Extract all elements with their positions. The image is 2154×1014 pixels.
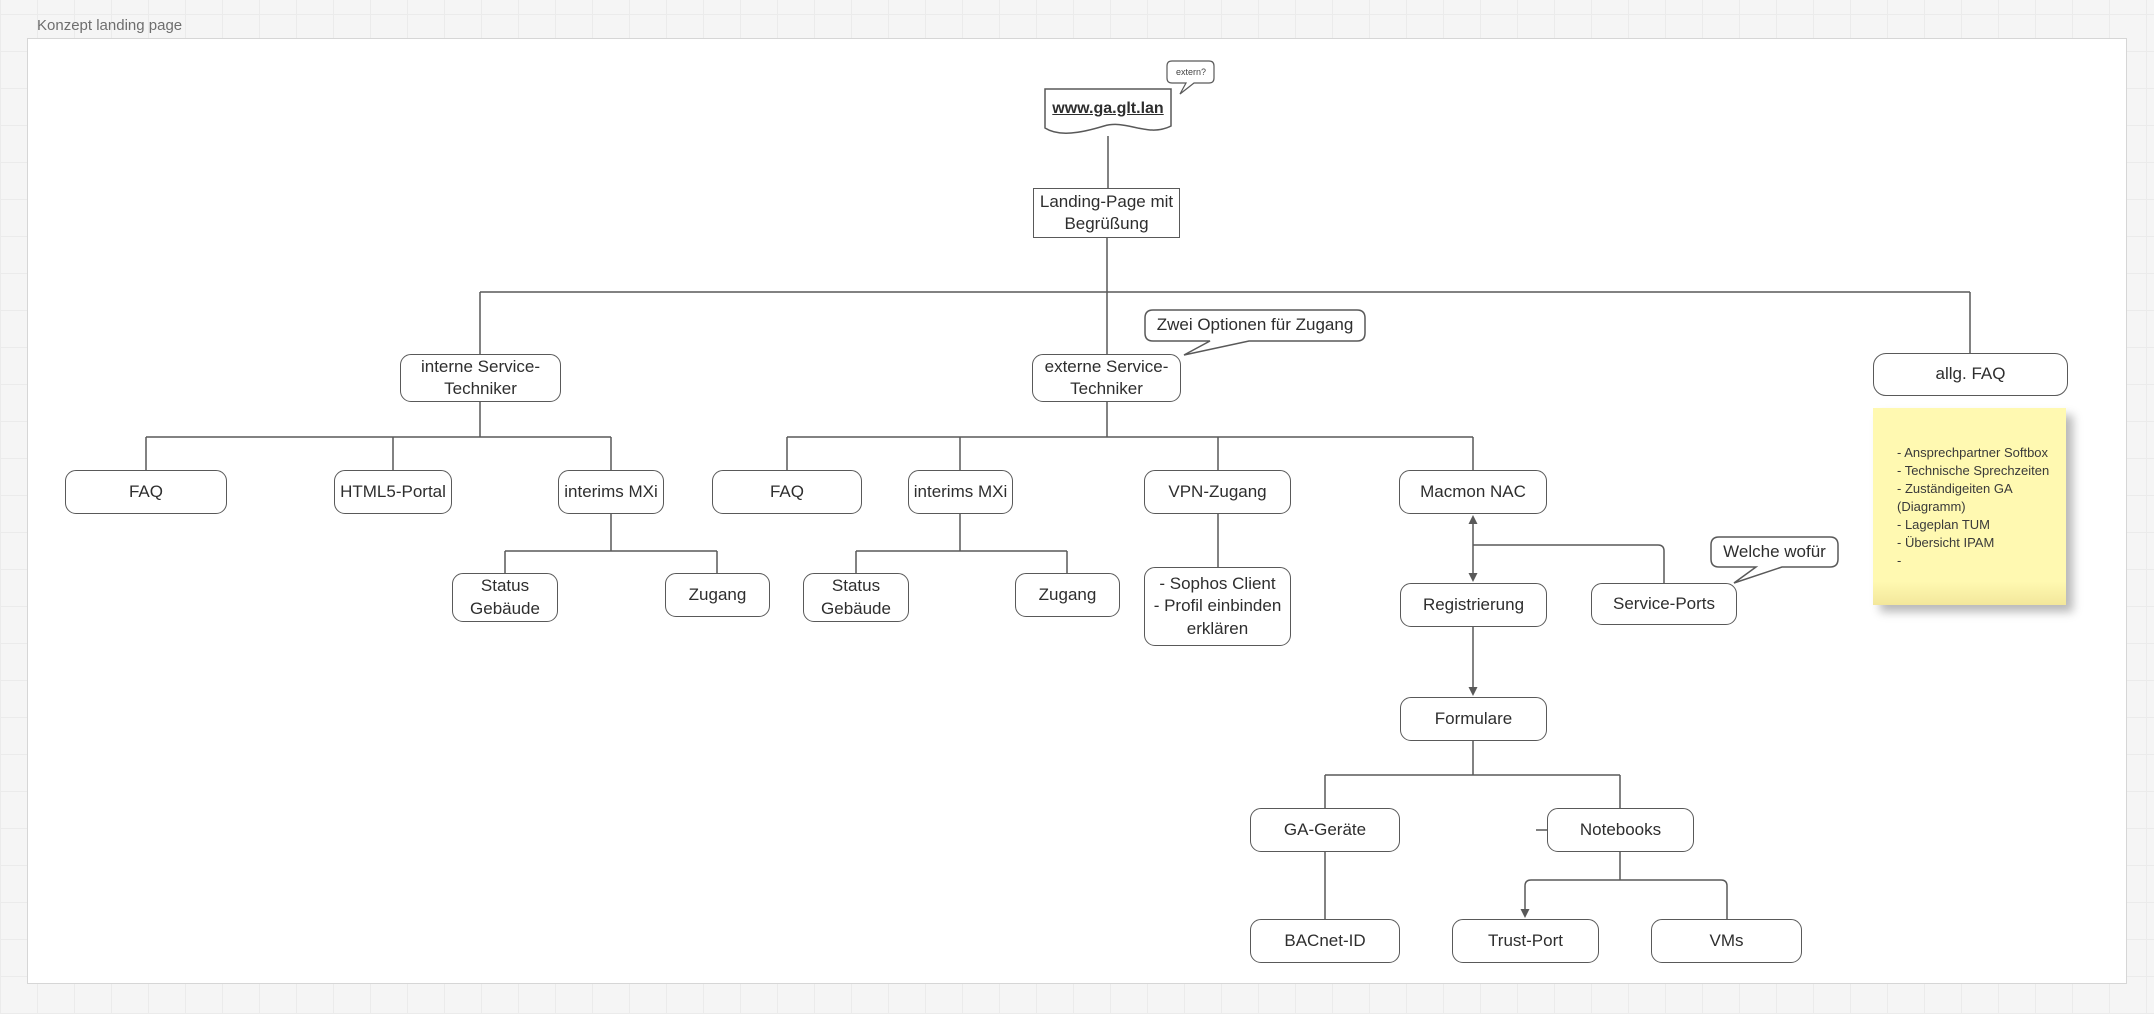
note-line: - Technische Sprechzeiten — [1897, 463, 2050, 478]
url-label: www.ga.glt.lan — [1052, 100, 1164, 117]
node-ga-geraete[interactable]: GA-Geräte — [1250, 808, 1400, 852]
note-line: - Zuständigeiten GA — [1897, 481, 2013, 496]
node-notebooks[interactable]: Notebooks — [1547, 808, 1694, 852]
callout-welche-wofuer-label: Welche wofür — [1723, 541, 1826, 561]
note-line: - Übersicht IPAM — [1897, 535, 1995, 550]
node-interims-mxi-intern[interactable]: interims MXi — [558, 470, 664, 514]
callout-zwei-optionen[interactable]: Zwei Optionen für Zugang — [1144, 309, 1366, 358]
note-line: - Ansprechpartner Softbox — [1897, 445, 2049, 460]
node-faq-intern[interactable]: FAQ — [65, 470, 227, 514]
node-status-gebaeude-extern[interactable]: Status Gebäude — [803, 573, 909, 622]
callout-welche-wofuer[interactable]: Welche wofür — [1710, 536, 1839, 586]
node-interims-mxi-extern[interactable]: interims MXi — [908, 470, 1013, 514]
node-vms[interactable]: VMs — [1651, 919, 1802, 963]
node-service-ports[interactable]: Service-Ports — [1591, 583, 1737, 625]
node-interne-service-techniker[interactable]: interne Service-Techniker — [400, 354, 561, 402]
node-vpn-zugang[interactable]: VPN-Zugang — [1144, 470, 1291, 514]
callout-extern-label: extern? — [1175, 66, 1207, 77]
node-sophos-client[interactable]: - Sophos Client - Profil einbinden erklä… — [1144, 567, 1291, 646]
page-title: Konzept landing page — [37, 17, 183, 34]
document-shape-url[interactable]: www.ga.glt.lan — [1044, 88, 1172, 138]
node-html5-portal[interactable]: HTML5-Portal — [334, 470, 452, 514]
sticky-note[interactable]: - Ansprechpartner Softbox - Technische S… — [1873, 408, 2066, 605]
node-allg-faq[interactable]: allg. FAQ — [1873, 353, 2068, 396]
node-registrierung[interactable]: Registrierung — [1400, 583, 1547, 627]
note-line: - Lageplan TUM — [1897, 517, 1990, 532]
node-zugang-extern[interactable]: Zugang — [1015, 573, 1120, 617]
node-trust-port[interactable]: Trust-Port — [1452, 919, 1599, 963]
note-line: - — [1897, 553, 1902, 568]
node-externe-service-techniker[interactable]: externe Service-Techniker — [1032, 354, 1181, 402]
callout-zwei-optionen-label: Zwei Optionen für Zugang — [1156, 315, 1354, 334]
node-landing-page[interactable]: Landing-Page mit Begrüßung — [1033, 188, 1180, 238]
note-line: (Diagramm) — [1897, 499, 1966, 514]
node-status-gebaeude-intern[interactable]: Status Gebäude — [452, 573, 558, 622]
node-faq-extern[interactable]: FAQ — [712, 470, 862, 514]
node-bacnet-id[interactable]: BACnet-ID — [1250, 919, 1400, 963]
callout-extern[interactable]: extern? — [1166, 60, 1216, 98]
node-zugang-intern[interactable]: Zugang — [665, 573, 770, 617]
node-macmon-nac[interactable]: Macmon NAC — [1399, 470, 1547, 514]
node-formulare[interactable]: Formulare — [1400, 697, 1547, 741]
